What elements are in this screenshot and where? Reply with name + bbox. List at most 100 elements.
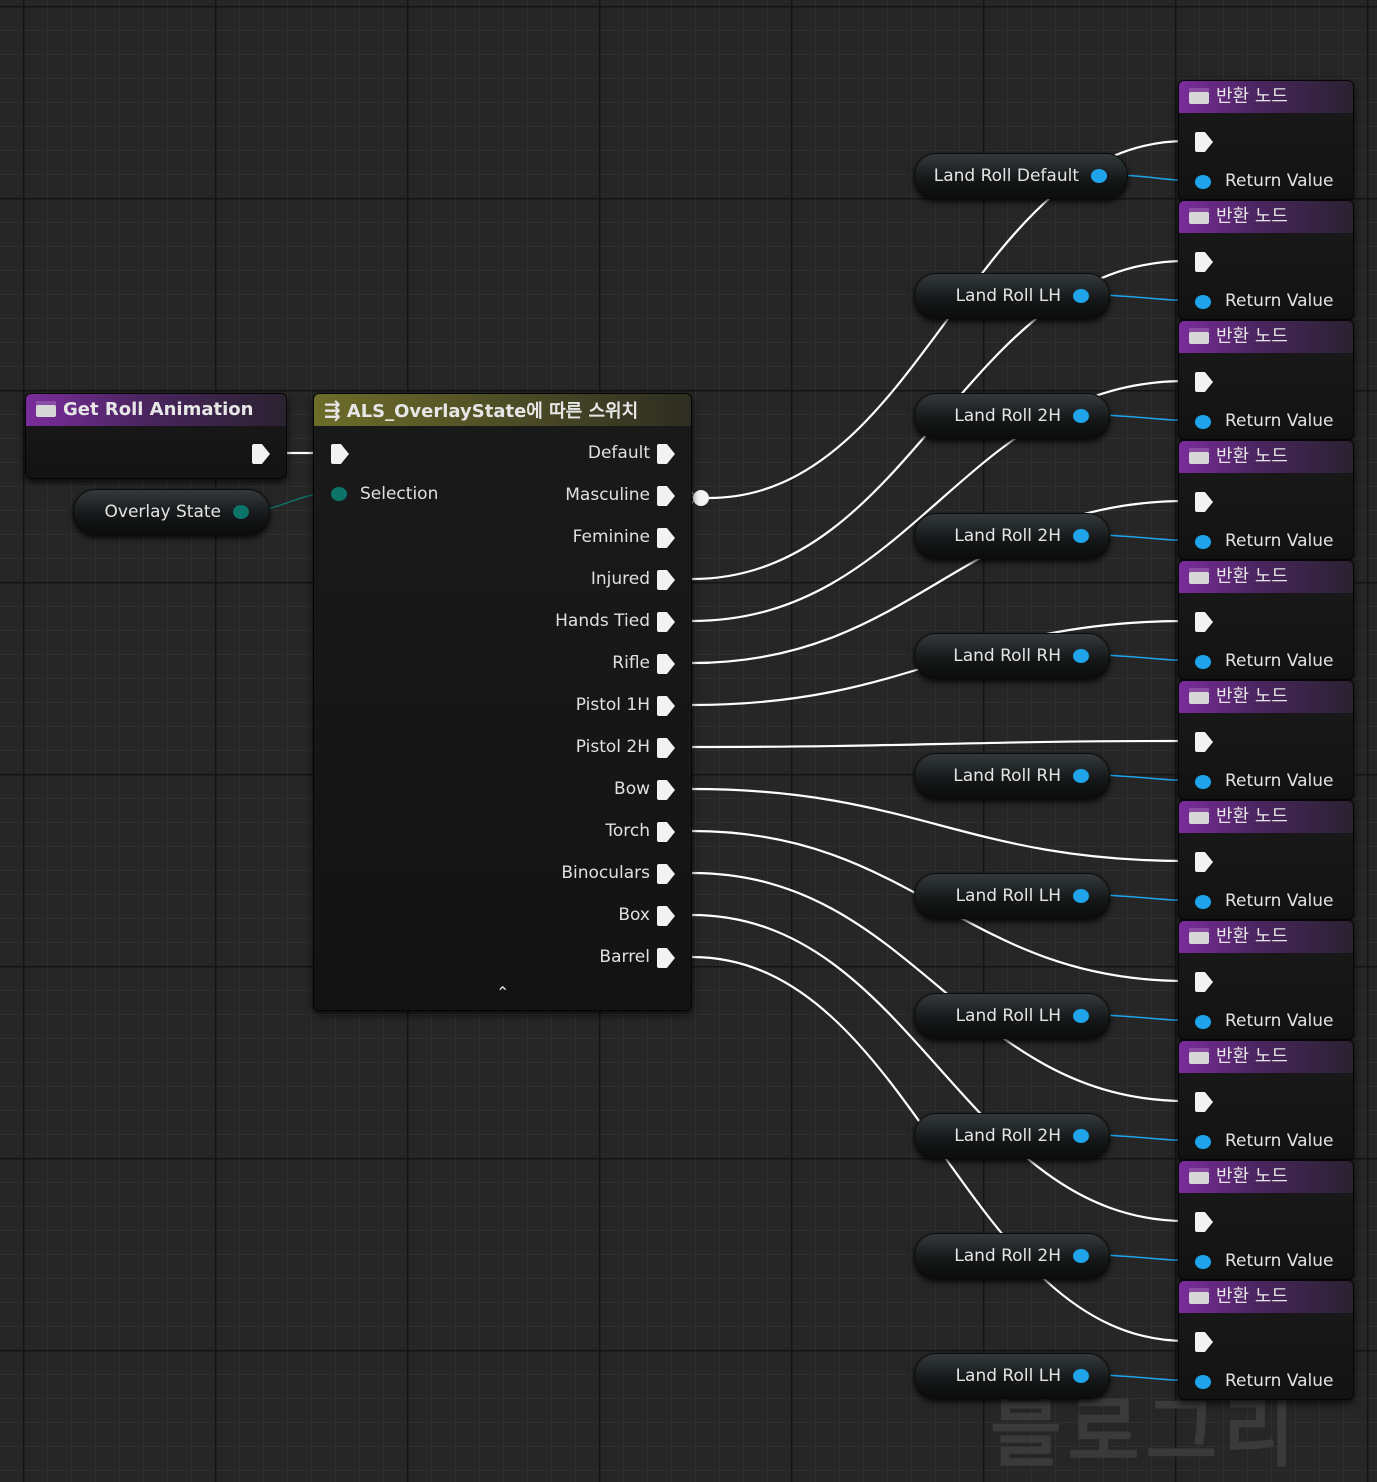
- switch-output-pin[interactable]: [657, 612, 675, 632]
- overlay-state-variable[interactable]: Overlay State: [73, 489, 270, 535]
- return-node-header: 반환 노드: [1179, 681, 1353, 713]
- return-node-header: 반환 노드: [1179, 321, 1353, 353]
- switch-output-pin[interactable]: [657, 654, 675, 674]
- switch-output-pin[interactable]: [657, 822, 675, 842]
- return-value-pin[interactable]: [1195, 775, 1211, 789]
- variable-node[interactable]: Land Roll 2H: [914, 1113, 1110, 1159]
- switch-output-label: Rifle: [612, 653, 650, 673]
- exec-in-pin[interactable]: [1195, 972, 1213, 992]
- switch-output-pin[interactable]: [657, 906, 675, 926]
- exec-in-pin[interactable]: [1195, 612, 1213, 632]
- variable-node[interactable]: Land Roll RH: [914, 753, 1110, 799]
- return-node-header: 반환 노드: [1179, 1281, 1353, 1313]
- exec-in-pin[interactable]: [1195, 1092, 1213, 1112]
- object-output-pin[interactable]: [1091, 169, 1107, 183]
- return-value-pin[interactable]: [1195, 415, 1211, 429]
- exec-in-pin[interactable]: [331, 444, 349, 464]
- variable-node[interactable]: Land Roll 2H: [914, 513, 1110, 559]
- exec-in-pin[interactable]: [1195, 492, 1213, 512]
- return-value-pin[interactable]: [1195, 295, 1211, 309]
- variable-node[interactable]: Land Roll LH: [914, 1353, 1110, 1399]
- exec-in-pin[interactable]: [1195, 132, 1213, 152]
- reroute-knot[interactable]: [693, 490, 709, 506]
- switch-output-label: Default: [587, 443, 650, 463]
- switch-output-pin[interactable]: [657, 948, 675, 968]
- function-icon: [1189, 1047, 1209, 1064]
- function-entry-node[interactable]: Get Roll Animation: [25, 393, 287, 479]
- return-value-pin[interactable]: [1195, 1015, 1211, 1029]
- function-entry-title: Get Roll Animation: [63, 399, 254, 420]
- return-value-pin[interactable]: [1195, 175, 1211, 189]
- switch-output-pin[interactable]: [657, 738, 675, 758]
- exec-in-pin[interactable]: [1195, 732, 1213, 752]
- object-output-pin[interactable]: [1073, 1249, 1089, 1263]
- collapse-arrow-icon[interactable]: ⌃: [496, 983, 510, 1002]
- switch-header: ⇶ALS_OverlayState에 따른 스위치: [314, 394, 691, 426]
- return-node-header: 반환 노드: [1179, 801, 1353, 833]
- return-node-title: 반환 노드: [1216, 926, 1288, 947]
- return-value-label: Return Value: [1225, 651, 1334, 671]
- switch-output-pin[interactable]: [657, 864, 675, 884]
- selection-pin[interactable]: [331, 487, 347, 501]
- exec-in-pin[interactable]: [1195, 372, 1213, 392]
- return-node-title: 반환 노드: [1216, 686, 1288, 707]
- object-output-pin[interactable]: [1073, 1369, 1089, 1383]
- exec-in-pin[interactable]: [1195, 1332, 1213, 1352]
- function-icon: [36, 400, 56, 417]
- return-node[interactable]: 반환 노드 Return Value: [1178, 800, 1354, 920]
- switch-on-enum-node[interactable]: ⇶ALS_OverlayState에 따른 스위치 Selection Defa…: [313, 393, 692, 1011]
- function-entry-header: Get Roll Animation: [26, 394, 286, 426]
- return-value-pin[interactable]: [1195, 1375, 1211, 1389]
- return-value-label: Return Value: [1225, 531, 1334, 551]
- object-output-pin[interactable]: [1073, 1009, 1089, 1023]
- exec-out-pin[interactable]: [252, 444, 270, 464]
- variable-label: Land Roll Default: [933, 166, 1079, 186]
- object-output-pin[interactable]: [1073, 289, 1089, 303]
- variable-node[interactable]: Land Roll LH: [914, 993, 1110, 1039]
- object-output-pin[interactable]: [1073, 769, 1089, 783]
- return-value-pin[interactable]: [1195, 895, 1211, 909]
- function-icon: [1189, 927, 1209, 944]
- exec-in-pin[interactable]: [1195, 1212, 1213, 1232]
- switch-output-label: Pistol 1H: [575, 695, 650, 715]
- enum-output-pin[interactable]: [233, 505, 249, 519]
- return-value-label: Return Value: [1225, 891, 1334, 911]
- return-value-pin[interactable]: [1195, 1135, 1211, 1149]
- return-value-pin[interactable]: [1195, 1255, 1211, 1269]
- switch-output-pin[interactable]: [657, 444, 675, 464]
- switch-output-pin[interactable]: [657, 486, 675, 506]
- variable-node[interactable]: Land Roll LH: [914, 273, 1110, 319]
- variable-node[interactable]: Land Roll 2H: [914, 393, 1110, 439]
- variable-node[interactable]: Land Roll Default: [914, 153, 1128, 199]
- variable-node[interactable]: Land Roll LH: [914, 873, 1110, 919]
- object-output-pin[interactable]: [1073, 1129, 1089, 1143]
- exec-wire: [691, 739, 1187, 749]
- object-output-pin[interactable]: [1073, 529, 1089, 543]
- switch-output-pin[interactable]: [657, 528, 675, 548]
- variable-node[interactable]: Land Roll 2H: [914, 1233, 1110, 1279]
- object-output-pin[interactable]: [1073, 649, 1089, 663]
- object-output-pin[interactable]: [1073, 889, 1089, 903]
- return-value-pin[interactable]: [1195, 655, 1211, 669]
- return-value-pin[interactable]: [1195, 535, 1211, 549]
- switch-output-pin[interactable]: [657, 696, 675, 716]
- switch-output-pin[interactable]: [657, 570, 675, 590]
- exec-in-pin[interactable]: [1195, 852, 1213, 872]
- switch-output-pin[interactable]: [657, 780, 675, 800]
- exec-in-pin[interactable]: [1195, 252, 1213, 272]
- overlay-state-label: Overlay State: [104, 502, 222, 522]
- object-output-pin[interactable]: [1073, 409, 1089, 423]
- switch-output-label: Box: [618, 905, 650, 925]
- return-node-title: 반환 노드: [1216, 1286, 1288, 1307]
- variable-node[interactable]: Land Roll RH: [914, 633, 1110, 679]
